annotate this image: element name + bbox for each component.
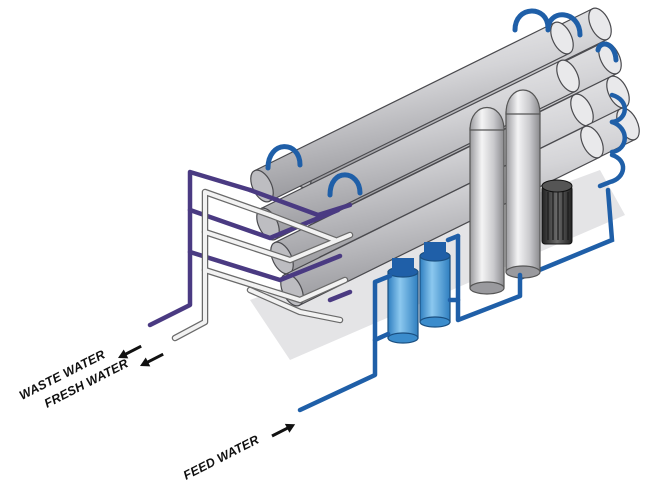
right-side-connectors [517,92,627,281]
pump-motor [541,179,573,245]
waste-water-pipe [147,169,353,328]
membrane-tube-end-cap [550,21,574,55]
arrow-left-icon [118,344,142,359]
pressure-vessel-right [505,89,541,279]
cartridge-filter-back [419,242,451,328]
u-connector [545,12,583,38]
fresh-water-pipe [171,188,354,342]
u-connector [327,172,363,198]
membrane-tube-end-cap [556,59,580,93]
arrow-left-icon [140,352,164,367]
feed-water-text: FEED WATER [181,433,261,483]
feed-water-pipe [297,233,523,413]
u-connector [512,8,551,33]
feed-water-label: FEED WATER [181,423,296,483]
u-connector [265,144,303,171]
membrane-tube-end-cap [580,125,604,159]
pressure-vessel-left [469,106,505,295]
cartridge-filter-front [387,258,419,344]
membrane-tube-end-cap [588,7,612,41]
arrow-right-icon [271,423,296,438]
top-u-connectors [265,8,619,198]
u-connector [595,41,619,63]
